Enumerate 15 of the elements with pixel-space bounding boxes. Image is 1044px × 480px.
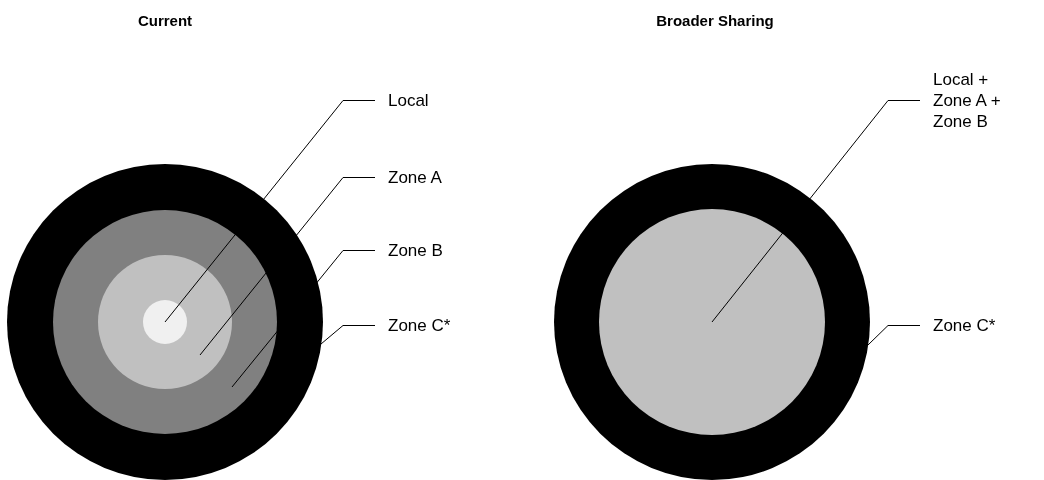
panel-heading: Current — [136, 12, 194, 29]
leader-line — [320, 325, 376, 345]
leader-line — [711, 100, 921, 323]
zone-label: Zone C* — [920, 315, 1015, 336]
zone-label: Zone B — [375, 240, 468, 261]
zone-label: Local — [375, 90, 468, 111]
zone-label: Local + Zone A + Zone B — [920, 69, 1015, 132]
leader-line — [867, 325, 921, 346]
circle-region — [143, 300, 187, 344]
zone-label: Zone C* — [375, 315, 468, 336]
leader-line — [199, 177, 376, 356]
panel-heading: Broader Sharing — [655, 12, 775, 29]
leader-line — [231, 250, 376, 388]
zone-label: Zone A — [375, 167, 468, 188]
leader-line — [164, 100, 376, 323]
